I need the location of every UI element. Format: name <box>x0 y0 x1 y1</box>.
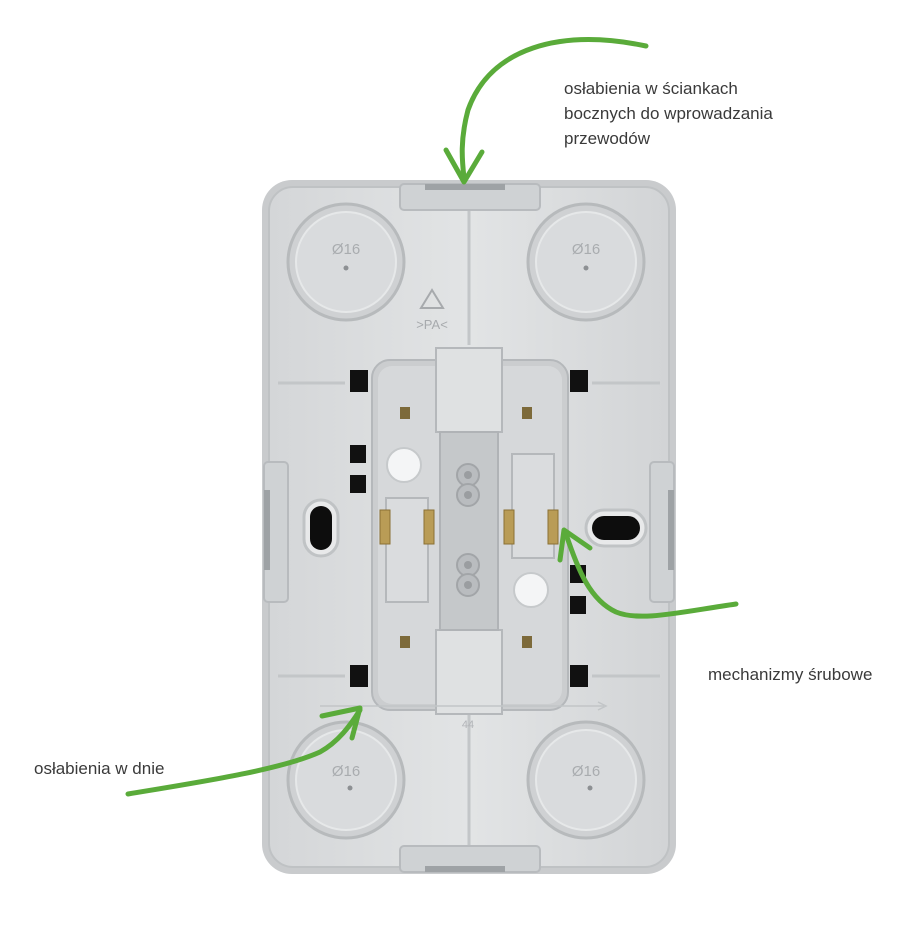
side-wall-knockout-top <box>399 183 541 211</box>
screw-clamp <box>423 509 435 545</box>
dimension-indicator: 44 <box>320 701 608 731</box>
terminal-lower <box>456 553 480 597</box>
terminal-upper <box>456 463 480 507</box>
contact <box>522 636 532 648</box>
arrow-screw-mechanisms <box>557 527 739 619</box>
dimension-label: 44 <box>462 719 474 731</box>
callout-line: bocznych do wprowadzania <box>564 104 773 123</box>
contact <box>400 407 410 419</box>
side-wall-knockout-right <box>649 461 675 603</box>
pin-upper <box>386 447 422 483</box>
knockout-label: Ø16 <box>572 241 600 258</box>
arrow-side-walls <box>443 37 649 185</box>
callout-line: przewodów <box>564 129 650 148</box>
callout-bottom-knockouts: osłabienia w dnie <box>34 756 234 781</box>
pin-lower <box>513 572 549 608</box>
screw-clamp <box>547 509 559 545</box>
callout-line: osłabienia w ściankach <box>564 79 738 98</box>
screw-clamp <box>379 509 391 545</box>
contact <box>400 636 410 648</box>
material-code: >PA< <box>416 317 448 332</box>
callout-side-wall-knockouts: osłabienia w ściankach bocznych do wprow… <box>564 76 864 151</box>
side-wall-knockout-left <box>263 461 289 603</box>
contact <box>522 407 532 419</box>
mounting-openings <box>302 370 648 687</box>
callout-screw-mechanisms: mechanizmy śrubowe <box>708 662 908 687</box>
recycle-icon: >PA< <box>416 288 448 332</box>
bottom-knockout-bottom-left: Ø16 <box>286 720 406 840</box>
bottom-knockout-top-right: Ø16 <box>526 202 646 322</box>
arrow-bottom-knockouts <box>125 705 363 797</box>
callout-line: osłabienia w dnie <box>34 759 165 778</box>
knockout-label: Ø16 <box>332 241 360 258</box>
knockout-label: Ø16 <box>332 763 360 780</box>
knockout-label: Ø16 <box>572 763 600 780</box>
bottom-knockout-top-left: Ø16 <box>286 202 406 322</box>
bottom-knockout-bottom-right: Ø16 <box>526 720 646 840</box>
callout-line: mechanizmy śrubowe <box>708 665 873 684</box>
central-mechanism <box>371 347 569 715</box>
side-wall-knockout-bottom <box>399 845 541 873</box>
screw-clamp <box>503 509 515 545</box>
